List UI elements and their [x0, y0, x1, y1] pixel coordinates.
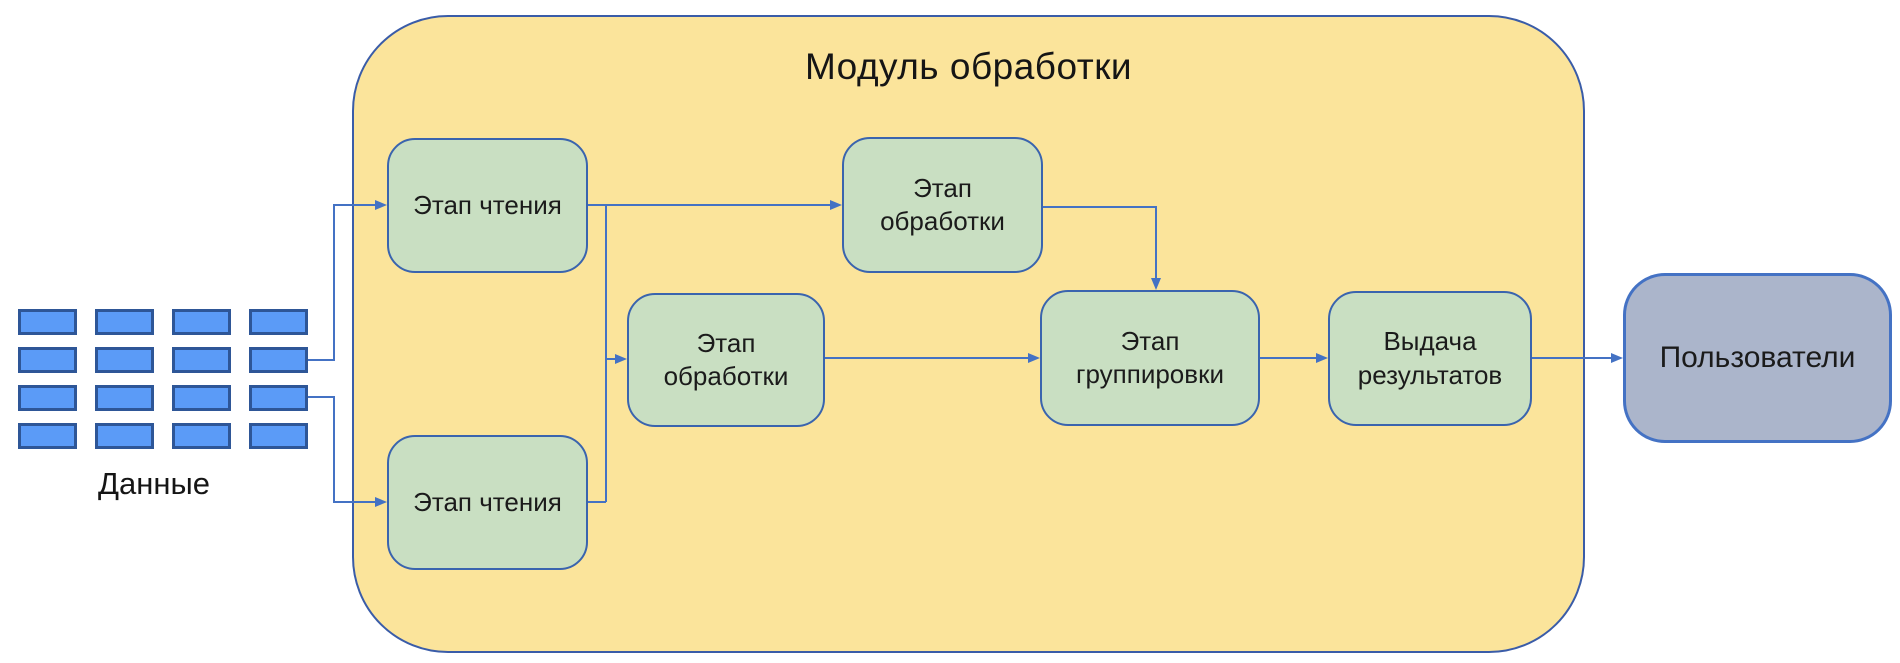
stage-grouping-label: Этап группировки [1076, 325, 1224, 389]
data-block [172, 423, 231, 449]
data-block [18, 347, 77, 373]
data-block [18, 309, 77, 335]
data-block [18, 385, 77, 411]
stage-reading-bottom-label: Этап чтения [413, 486, 562, 517]
data-block [172, 385, 231, 411]
data-block [249, 423, 308, 449]
stage-processing-mid: Этап обработки [627, 293, 825, 427]
stage-reading-top: Этап чтения [387, 138, 588, 273]
users-box: Пользователи [1623, 273, 1892, 443]
data-block [18, 423, 77, 449]
data-block [95, 385, 154, 411]
stage-processing-mid-label: Этап обработки [663, 327, 789, 391]
stage-reading-bottom: Этап чтения [387, 435, 588, 570]
stage-grouping: Этап группировки [1040, 290, 1260, 426]
data-block [249, 309, 308, 335]
stage-processing-top-label: Этап обработки [880, 172, 1005, 236]
stage-processing-top: Этап обработки [842, 137, 1043, 273]
module-title: Модуль обработки [804, 46, 1133, 87]
data-block [95, 423, 154, 449]
data-block [172, 309, 231, 335]
data-block [95, 309, 154, 335]
users-label: Пользователи [1659, 341, 1856, 374]
data-block [249, 385, 308, 411]
data-block [172, 347, 231, 373]
data-label: Данные [98, 466, 210, 501]
stage-results: Выдача результатов [1328, 291, 1532, 426]
data-block [95, 347, 154, 373]
stage-results-label: Выдача результатов [1357, 326, 1503, 390]
data-block [249, 347, 308, 373]
data-stack [18, 309, 308, 449]
stage-reading-top-label: Этап чтения [413, 189, 562, 220]
